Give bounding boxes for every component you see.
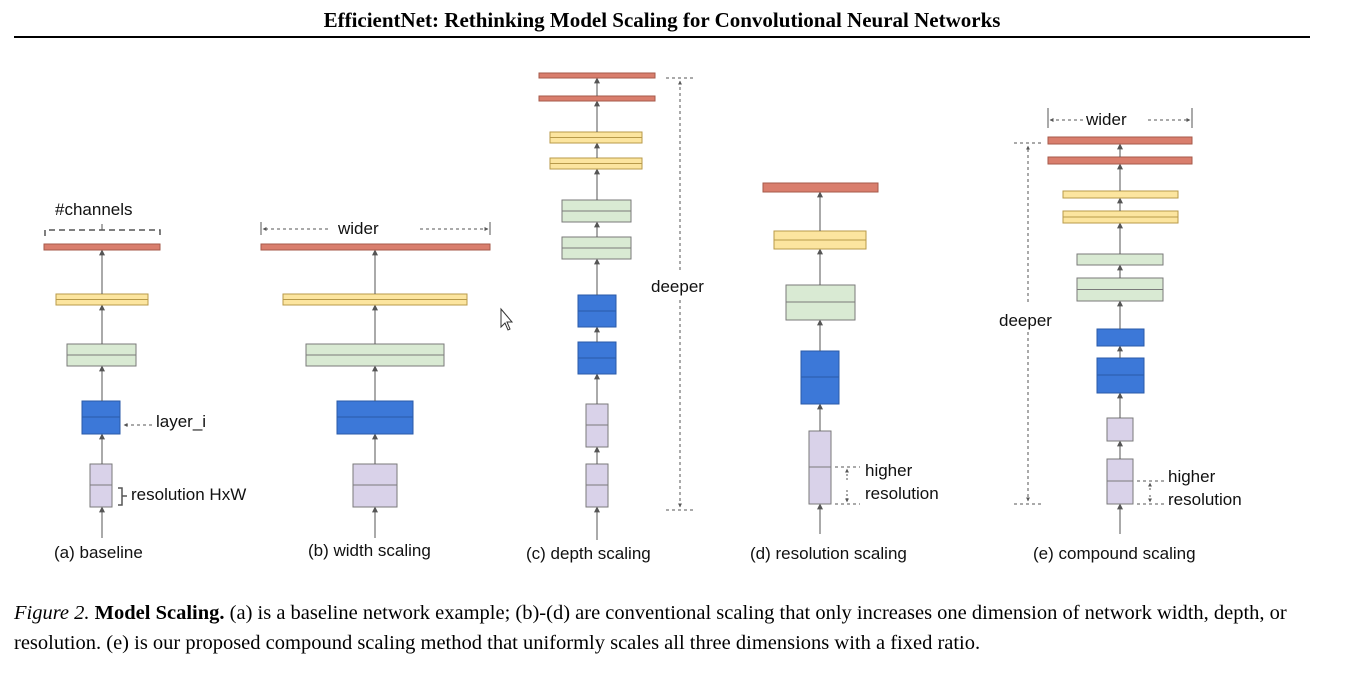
caption-text: (a) is a baseline network example; (b)-(…: [14, 602, 1287, 654]
higher-label: higher: [865, 461, 913, 480]
panel-label-depth-scaling: (c) depth scaling: [526, 544, 651, 563]
model-scaling-figure: #channels layer_i resolution HxW (a) bas…: [43, 72, 1242, 563]
layer-red: [260, 243, 491, 251]
layer-red: [1047, 156, 1193, 165]
paper-running-title: EfficientNet: Rethinking Model Scaling f…: [14, 6, 1310, 38]
layer-purple: [1106, 417, 1134, 442]
panel-baseline: #channels layer_i resolution HxW (a) bas…: [43, 200, 246, 562]
wider-label: wider: [1085, 110, 1127, 129]
panel-compound-scaling: wider deeper higher resolution (e) compo…: [999, 108, 1242, 563]
layer-red: [538, 72, 656, 79]
panel-label-compound-scaling: (e) compound scaling: [1033, 544, 1196, 563]
layer-red: [43, 243, 161, 251]
deeper-label: deeper: [999, 311, 1052, 330]
mouse-cursor-icon: [500, 307, 514, 331]
figure-caption: Figure 2. Model Scaling. (a) is a baseli…: [14, 598, 1334, 658]
panel-label-baseline: (a) baseline: [54, 543, 143, 562]
resolution-word-label: resolution: [865, 484, 939, 503]
layer-red: [762, 182, 879, 193]
panel-resolution-scaling: higher resolution (d) resolution scaling: [750, 182, 939, 563]
caption-figure-label: Figure 2.: [14, 602, 90, 624]
layer-red: [538, 95, 656, 102]
layer-green: [1076, 253, 1164, 266]
panel-label-resolution-scaling: (d) resolution scaling: [750, 544, 907, 563]
panel-depth-scaling: deeper (c) depth scaling: [526, 72, 704, 563]
channels-label: #channels: [55, 200, 133, 219]
panel-width-scaling: wider (b) width scaling: [260, 219, 491, 560]
layer-red: [1047, 136, 1193, 145]
resolution-word-label: resolution: [1168, 490, 1242, 509]
wider-label: wider: [337, 219, 379, 238]
deeper-label: deeper: [651, 277, 704, 296]
caption-heading: Model Scaling.: [94, 602, 225, 624]
layer-label: layer_i: [156, 412, 206, 431]
panel-label-width-scaling: (b) width scaling: [308, 541, 431, 560]
layer-yellow: [1062, 190, 1179, 199]
resolution-label: resolution HxW: [131, 485, 246, 504]
layer-blue: [1096, 328, 1145, 347]
higher-label: higher: [1168, 467, 1216, 486]
